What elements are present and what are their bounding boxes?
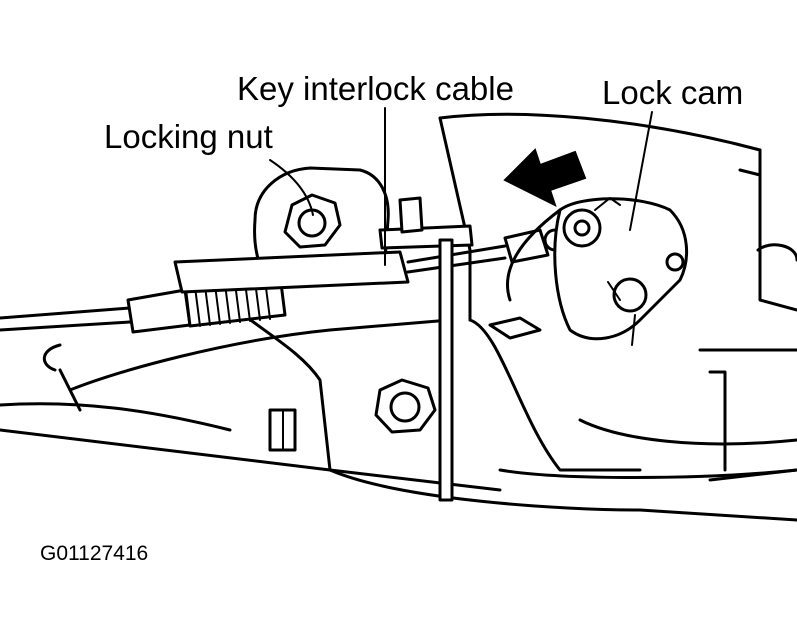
leader-lock-cam xyxy=(629,111,653,231)
cable-spring xyxy=(194,279,271,327)
label-lock-cam: Lock cam xyxy=(602,74,744,111)
figure-id: G01127416 xyxy=(40,542,149,565)
lock-cam-drawing xyxy=(505,197,689,346)
housing-right xyxy=(438,112,797,482)
shift-rod xyxy=(378,196,474,502)
leader-lines xyxy=(269,107,653,266)
lower-bolt xyxy=(374,378,437,434)
locking-nut xyxy=(283,193,342,249)
leader-locking-nut xyxy=(269,159,314,216)
label-locking-nut: Locking nut xyxy=(104,118,273,155)
key-interlock-cable-drawing xyxy=(0,228,567,334)
direction-arrow-icon xyxy=(503,148,587,207)
label-key-interlock-cable: Key interlock cable xyxy=(237,70,514,107)
